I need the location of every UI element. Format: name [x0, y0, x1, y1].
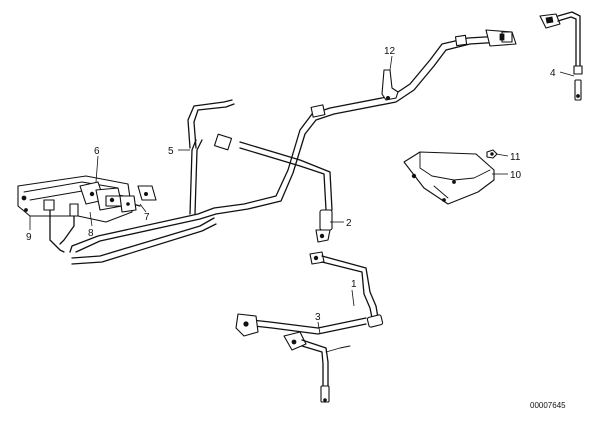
callout-2: 2 — [346, 218, 352, 229]
cable-2 — [213, 133, 333, 243]
cover-bracket-10 — [403, 151, 495, 205]
callout-10: 10 — [510, 170, 522, 181]
callout-8: 8 — [88, 228, 94, 239]
callouts: 1 2 3 4 5 6 7 8 9 10 11 12 — [26, 46, 556, 323]
nut-11 — [486, 149, 498, 159]
callout-6: 6 — [94, 146, 100, 157]
battery-terminal-cluster — [17, 175, 157, 253]
cable-1 — [235, 251, 384, 337]
main-cable-harness — [69, 34, 503, 265]
callout-12: 12 — [384, 46, 396, 57]
callout-1: 1 — [351, 279, 357, 290]
callout-7: 7 — [144, 212, 150, 223]
callout-3: 3 — [315, 312, 321, 323]
callout-11: 11 — [510, 152, 521, 163]
callout-9: 9 — [26, 232, 32, 243]
plug-connector-top — [485, 29, 517, 47]
cable-clip-12 — [381, 69, 399, 101]
cable-3 — [283, 331, 351, 403]
diagram-id: 00007645 — [530, 401, 566, 410]
callout-5: 5 — [168, 146, 174, 157]
callout-4: 4 — [550, 68, 556, 79]
leader-lines — [29, 55, 575, 335]
cable-4 — [539, 11, 583, 101]
